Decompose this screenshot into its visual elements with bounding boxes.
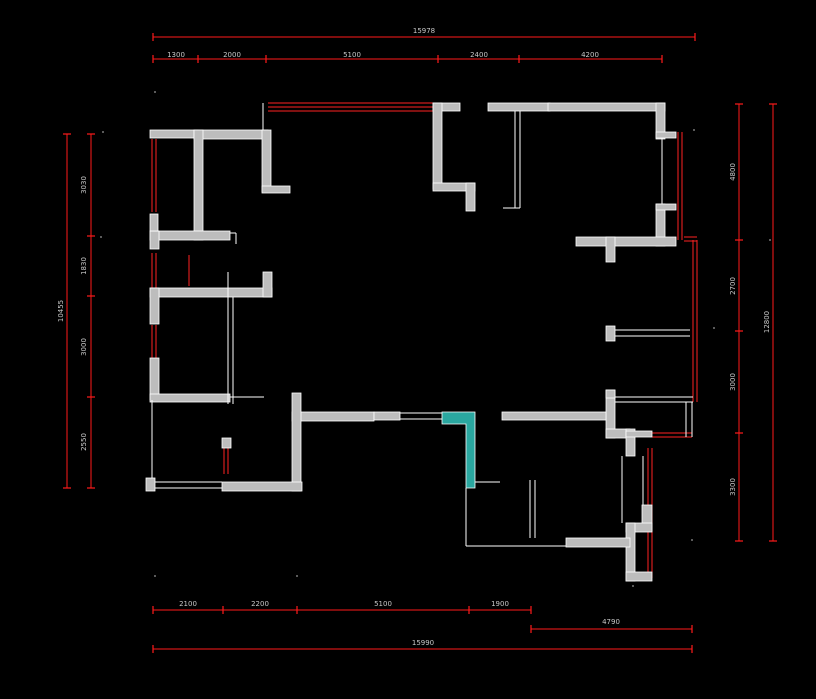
top-segment-2: 2000 bbox=[223, 51, 241, 59]
top-dimension-chain: 15978 1300 2000 5100 2400 4200 bbox=[152, 27, 696, 63]
walls bbox=[145, 102, 677, 582]
left-dimension-chain: 10455 3030 1830 3000 2550 bbox=[57, 133, 95, 489]
bottom-sub-label: 4790 bbox=[602, 618, 620, 626]
bottom-dimension-chain: 2100 2200 5100 1900 4790 15990 bbox=[152, 600, 693, 653]
left-segment-2: 1830 bbox=[80, 257, 88, 275]
left-segment-1: 3030 bbox=[80, 176, 88, 194]
bottom-segment-3: 5100 bbox=[374, 600, 392, 608]
bottom-segment-2: 2200 bbox=[251, 600, 269, 608]
structural-column bbox=[441, 411, 476, 489]
top-segment-5: 4200 bbox=[581, 51, 599, 59]
left-segment-4: 2550 bbox=[80, 433, 88, 451]
right-segment-3: 3000 bbox=[729, 373, 737, 391]
bottom-segment-4: 1900 bbox=[491, 600, 509, 608]
left-total-label: 10455 bbox=[57, 300, 65, 322]
right-segment-1: 4800 bbox=[729, 163, 737, 181]
snap-points bbox=[100, 91, 771, 587]
left-segment-3: 3000 bbox=[80, 338, 88, 356]
top-total-label: 15978 bbox=[413, 27, 435, 35]
bottom-total-label: 15990 bbox=[412, 639, 434, 647]
bottom-segment-1: 2100 bbox=[179, 600, 197, 608]
top-segment-1: 1300 bbox=[167, 51, 185, 59]
right-total-label: 12800 bbox=[763, 311, 771, 333]
right-segment-4: 3300 bbox=[729, 478, 737, 496]
top-segment-3: 5100 bbox=[343, 51, 361, 59]
thin-lines bbox=[151, 103, 693, 547]
top-segment-4: 2400 bbox=[470, 51, 488, 59]
right-segment-2: 2700 bbox=[729, 277, 737, 295]
right-dimension-chain: 4800 2700 3000 3300 12800 bbox=[729, 103, 777, 542]
